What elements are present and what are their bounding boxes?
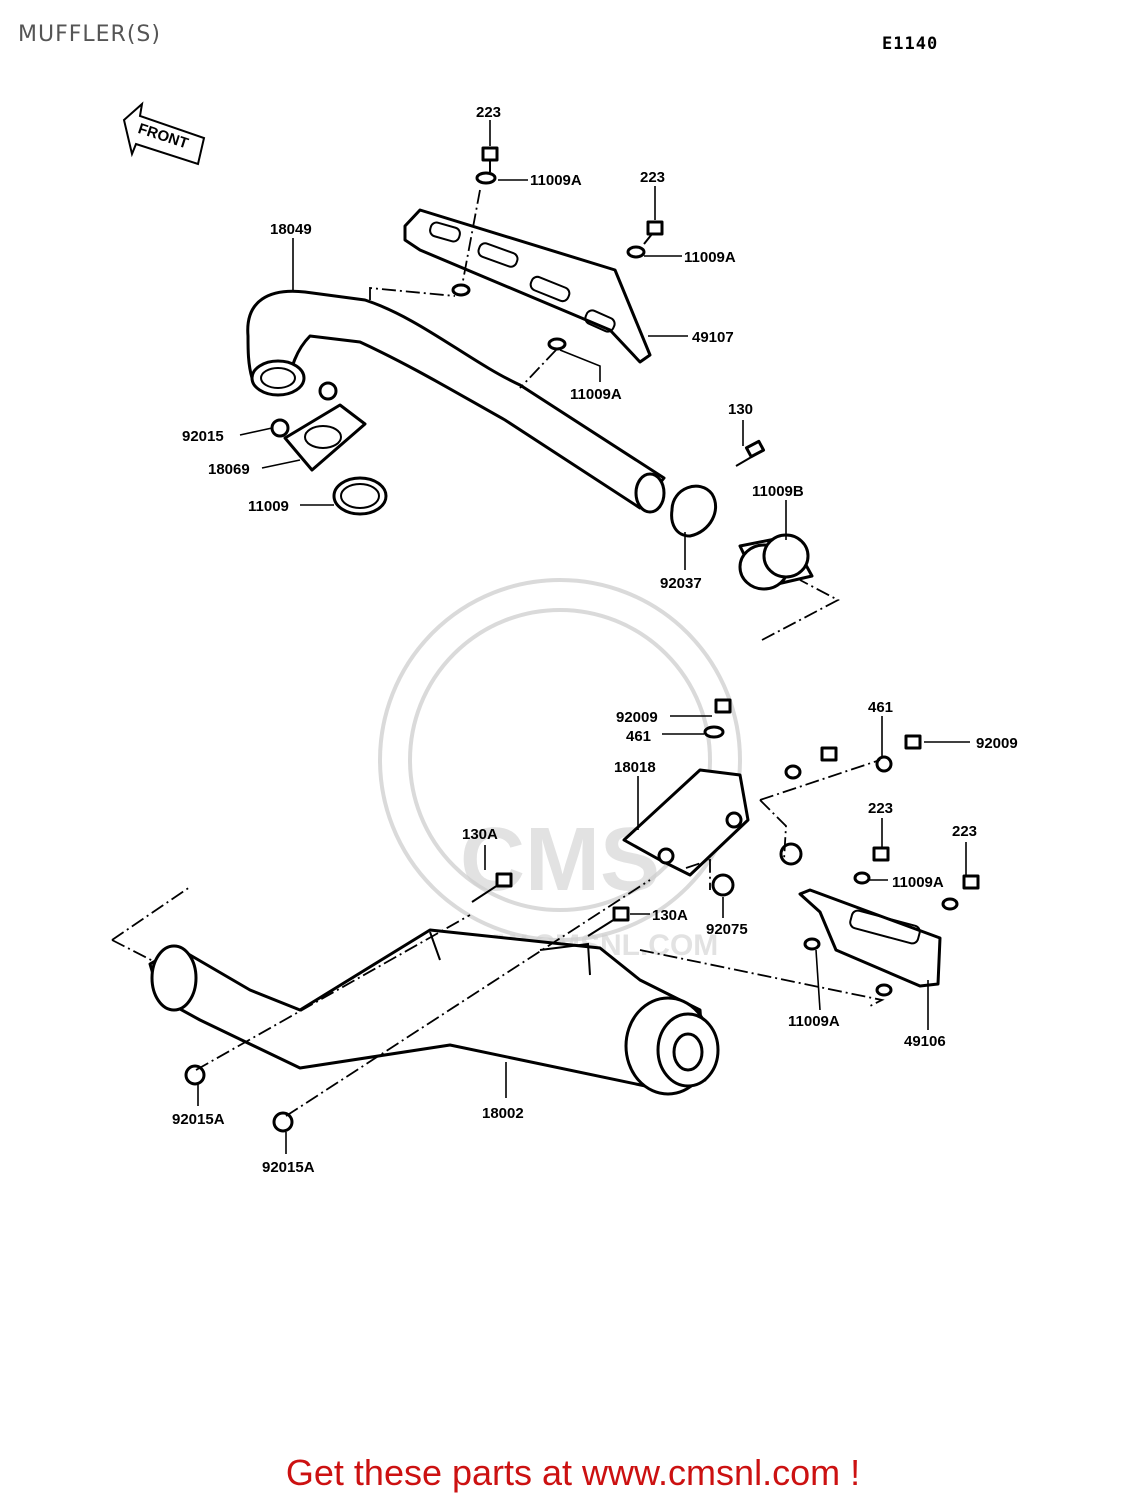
part-label-461-a: 461 — [626, 728, 651, 745]
flange-gasket-group — [270, 381, 388, 516]
watermark: CMS WWW.CMSNL.COM — [378, 578, 742, 962]
part-label-11009B: 11009B — [752, 483, 804, 500]
part-label-11009A-a: 11009A — [530, 172, 582, 189]
part-label-18049: 18049 — [270, 221, 312, 238]
part-label-11009A-b: 11009A — [684, 249, 736, 266]
part-label-130A-b: 130A — [652, 907, 688, 924]
part-label-223-a: 223 — [476, 104, 501, 121]
part-label-11009A-d: 11009A — [892, 874, 944, 891]
part-label-223-c: 223 — [868, 800, 893, 817]
part-label-92015A-a: 92015A — [172, 1111, 225, 1128]
upper-fasteners — [451, 146, 664, 351]
part-label-223-b: 223 — [640, 169, 665, 186]
part-label-461-b: 461 — [868, 699, 893, 716]
part-label-223-d: 223 — [952, 823, 977, 840]
part-label-130: 130 — [728, 401, 753, 418]
part-label-92037: 92037 — [660, 575, 702, 592]
part-label-18002: 18002 — [482, 1105, 524, 1122]
muffler-body — [148, 928, 720, 1096]
page-title: MUFFLER(S) — [18, 22, 161, 47]
front-arrow: FRONT — [122, 101, 206, 166]
part-label-92015: 92015 — [182, 428, 224, 445]
part-label-92075: 92075 — [706, 921, 748, 938]
part-label-130A-a: 130A — [462, 826, 498, 843]
watermark-logo: CMS — [460, 810, 660, 910]
leader-lines — [197, 120, 970, 1154]
part-label-11009A-e: 11009A — [788, 1013, 840, 1030]
part-label-18069: 18069 — [208, 461, 250, 478]
exhaust-header-pipe — [246, 289, 666, 514]
heat-guard-lower — [798, 888, 942, 988]
part-label-49107: 49107 — [692, 329, 734, 346]
part-label-92009-b: 92009 — [976, 735, 1018, 752]
footer-link-text[interactable]: Get these parts at www.cmsnl.com ! — [285, 1452, 861, 1493]
part-label-49106: 49106 — [904, 1033, 946, 1050]
heat-guard-upper — [403, 208, 652, 364]
lower-fasteners — [184, 698, 980, 1133]
muffler-side-cover — [622, 768, 750, 877]
part-label-92009-a: 92009 — [616, 709, 658, 726]
part-label-18018: 18018 — [614, 759, 656, 776]
part-label-92015A-b: 92015A — [262, 1159, 315, 1176]
part-labels: 223 11009A 223 11009A 18049 49107 11009A… — [172, 104, 1018, 1176]
diagram-code: E1140 — [882, 34, 939, 54]
part-label-11009: 11009 — [248, 498, 289, 515]
exploded-parts-diagram: CMS WWW.CMSNL.COM FRONT — [111, 101, 1018, 1176]
part-label-11009A-c: 11009A — [570, 386, 622, 403]
clamp-group — [670, 439, 766, 538]
gasket-11009b — [738, 533, 814, 591]
